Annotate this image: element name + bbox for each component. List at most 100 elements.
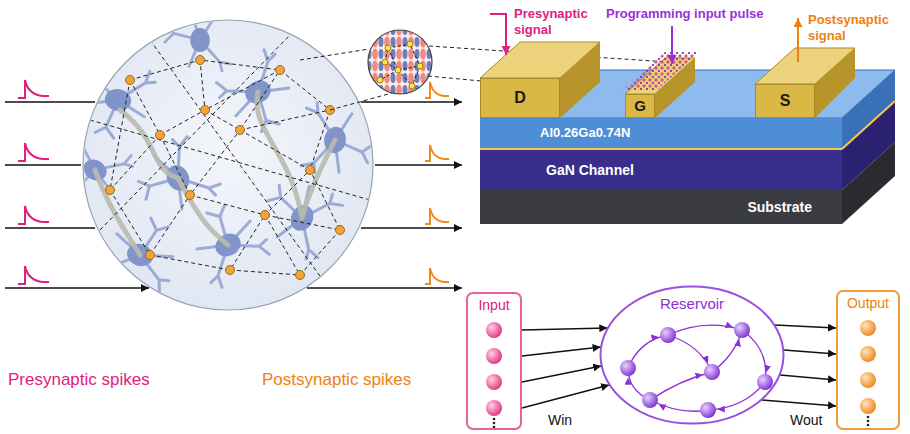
zoom-circle xyxy=(417,63,423,69)
signal-label: Presynaptic signal xyxy=(514,6,602,37)
neuron-cluster xyxy=(336,226,345,235)
zoom-circle xyxy=(409,83,415,89)
neuron-cluster xyxy=(126,76,135,85)
reservoir-links xyxy=(650,400,708,411)
reservoir-ellipse: Reservoir xyxy=(599,285,785,425)
neural-network-illustration xyxy=(49,7,379,310)
box-title: Input xyxy=(478,297,509,313)
neuron-cluster xyxy=(296,271,305,280)
input-neurons xyxy=(493,422,496,425)
input-neurons xyxy=(486,322,502,428)
reservoir-neurons xyxy=(620,322,773,418)
input-neurons xyxy=(493,426,496,429)
zoom-circle xyxy=(382,59,388,65)
input-neurons xyxy=(486,348,502,364)
postsynaptic-pulse xyxy=(425,145,449,161)
neuron-cluster xyxy=(306,166,315,175)
neuron-cluster xyxy=(49,7,379,299)
connector-arrow xyxy=(780,375,836,380)
signal-label: Programming input pulse xyxy=(606,6,763,22)
postsynaptic-pulse xyxy=(425,82,449,284)
neuron-cluster xyxy=(146,251,155,260)
connector-arrow xyxy=(522,328,607,330)
weight-label: Wout xyxy=(790,412,822,429)
signal-arrows xyxy=(671,26,673,64)
output-neurons xyxy=(867,416,870,419)
reservoir-neurons xyxy=(757,374,773,390)
layer-name: Substrate xyxy=(747,199,812,215)
neuron-cluster xyxy=(261,211,270,220)
postsynaptic-pulse xyxy=(425,208,449,224)
zoom-circle xyxy=(368,30,432,94)
terminal-letter: G xyxy=(634,97,646,114)
reservoir-links xyxy=(668,325,742,335)
zoom-circle xyxy=(377,77,383,83)
gate-pad: G xyxy=(625,94,655,118)
box-title: Output xyxy=(847,295,889,311)
reservoir-neurons xyxy=(700,402,716,418)
spike-arrows xyxy=(361,101,462,103)
output-neurons xyxy=(860,346,876,362)
neuron-cluster xyxy=(90,35,370,290)
signal-arrows xyxy=(490,14,798,64)
connector-arrow xyxy=(522,366,601,382)
neuron-cluster xyxy=(97,207,187,298)
terminal-letter: S xyxy=(780,92,791,110)
neuron-cluster xyxy=(49,7,379,299)
presynaptic-pulse xyxy=(18,206,49,224)
neuron-cluster xyxy=(236,126,245,135)
input-neurons xyxy=(486,374,502,390)
output-neurons xyxy=(860,372,876,388)
device-faces xyxy=(480,42,895,224)
zoom-circle xyxy=(385,45,391,51)
neuron-cluster xyxy=(186,191,195,200)
substrate-layer: Substrate xyxy=(480,190,842,224)
caption: Presynaptic spikes xyxy=(8,370,150,390)
zoom-circle xyxy=(407,41,413,47)
signal-arrows xyxy=(797,18,799,62)
input-neurons xyxy=(486,322,502,338)
connector-arrow xyxy=(522,385,609,408)
device-faces xyxy=(560,42,600,118)
reservoir-links xyxy=(668,335,712,372)
presynaptic-pulse xyxy=(18,143,49,161)
neuron-cluster xyxy=(106,56,345,280)
spike-arrows xyxy=(307,287,462,289)
connector-arrow xyxy=(784,350,836,354)
zoom-lines xyxy=(300,49,369,60)
device-faces xyxy=(623,52,699,90)
layer-name: GaN Channel xyxy=(546,162,634,178)
weight-label: Win xyxy=(548,412,572,429)
neuron-cluster xyxy=(201,106,210,115)
output-neurons xyxy=(860,320,876,336)
spike-arrows xyxy=(5,102,149,288)
reservoir-neurons xyxy=(620,360,636,376)
zoom-lines xyxy=(330,93,392,110)
reservoir-neurons xyxy=(704,364,720,380)
device-faces xyxy=(815,48,855,118)
zoom-circle xyxy=(380,44,420,86)
connector-arrow xyxy=(522,347,601,356)
neuron-cluster xyxy=(156,131,165,140)
input-layer-box: Input xyxy=(466,292,522,430)
neuron-cluster xyxy=(276,66,285,75)
terminal-letter: D xyxy=(514,89,526,107)
box-title: Reservoir xyxy=(660,295,724,312)
spike-arrows xyxy=(361,227,462,229)
layer-name: Al0.26Ga0.74N xyxy=(540,126,630,141)
spike-arrows xyxy=(375,164,462,166)
connector-arrow xyxy=(762,400,836,406)
postsynaptic-pulse xyxy=(425,268,449,284)
signal-arrows xyxy=(490,14,506,55)
output-neurons xyxy=(860,398,876,414)
zoom-circle xyxy=(395,67,401,73)
reservoir-links xyxy=(708,382,765,410)
neuron-cluster xyxy=(165,7,231,71)
output-neurons xyxy=(867,424,870,427)
barrier-layer: Al0.26Ga0.74N xyxy=(480,118,842,148)
postsynaptic-pulse xyxy=(425,82,449,98)
device-faces xyxy=(842,142,895,224)
neuron-cluster xyxy=(106,186,115,195)
zoom-circle xyxy=(377,41,423,89)
device-faces xyxy=(842,101,895,149)
